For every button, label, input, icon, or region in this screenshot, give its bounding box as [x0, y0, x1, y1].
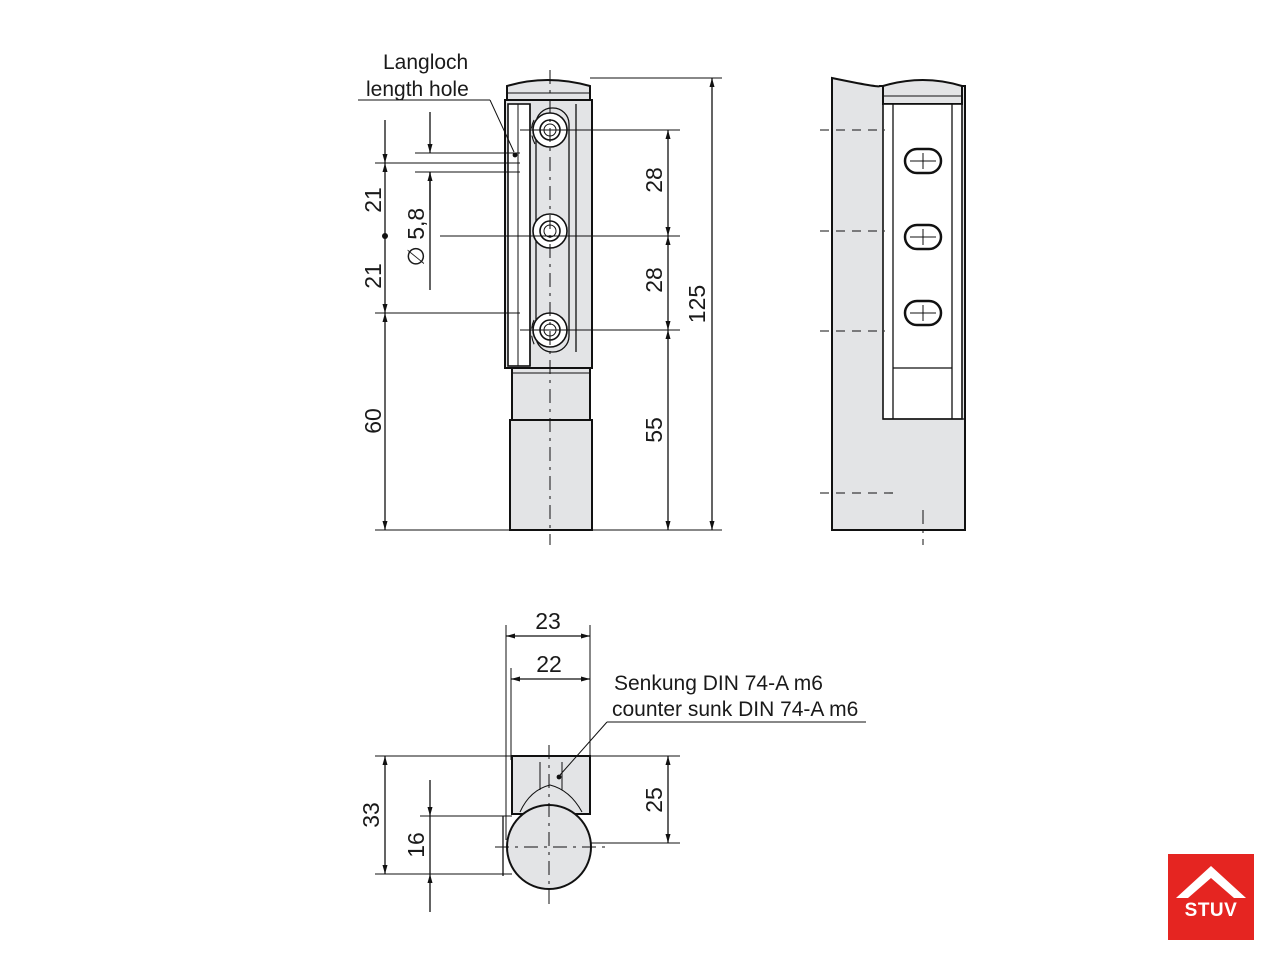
- dim-28-bottom: 28: [641, 267, 667, 293]
- top-view: [495, 745, 605, 905]
- dim-33: 33: [358, 802, 384, 828]
- slot-middle: [903, 223, 943, 251]
- label-hole-en: length hole: [366, 78, 469, 101]
- front-view: [440, 70, 680, 545]
- label-countersink-de: Senkung DIN 74-A m6: [614, 672, 823, 695]
- logo-text: STUV: [1184, 900, 1238, 921]
- dim-22: 22: [536, 651, 562, 677]
- label-hole-de: Langloch: [383, 51, 468, 74]
- dim-23: 23: [535, 608, 561, 634]
- label-countersink-en: counter sunk DIN 74-A m6: [612, 698, 858, 721]
- drawing-text: Langloch length hole 21 ∅ 5,8 21 60 28 2…: [358, 51, 858, 858]
- dim-diameter: ∅ 5,8: [403, 208, 429, 266]
- dim-55: 55: [641, 417, 667, 443]
- side-view: [820, 76, 966, 545]
- stuv-logo: STUV: [1168, 854, 1254, 940]
- dim-60: 60: [360, 408, 386, 434]
- dim-28-top: 28: [641, 167, 667, 193]
- slot-top: [903, 147, 943, 175]
- logo-roof-icon: [1176, 866, 1246, 898]
- dimension-lines: [358, 77, 866, 912]
- dim-21-top: 21: [360, 187, 386, 213]
- dim-16: 16: [403, 832, 429, 858]
- dim-125: 125: [684, 285, 710, 323]
- dim-25: 25: [641, 787, 667, 813]
- dim-21-bottom: 21: [360, 263, 386, 289]
- slot-bottom: [903, 299, 943, 327]
